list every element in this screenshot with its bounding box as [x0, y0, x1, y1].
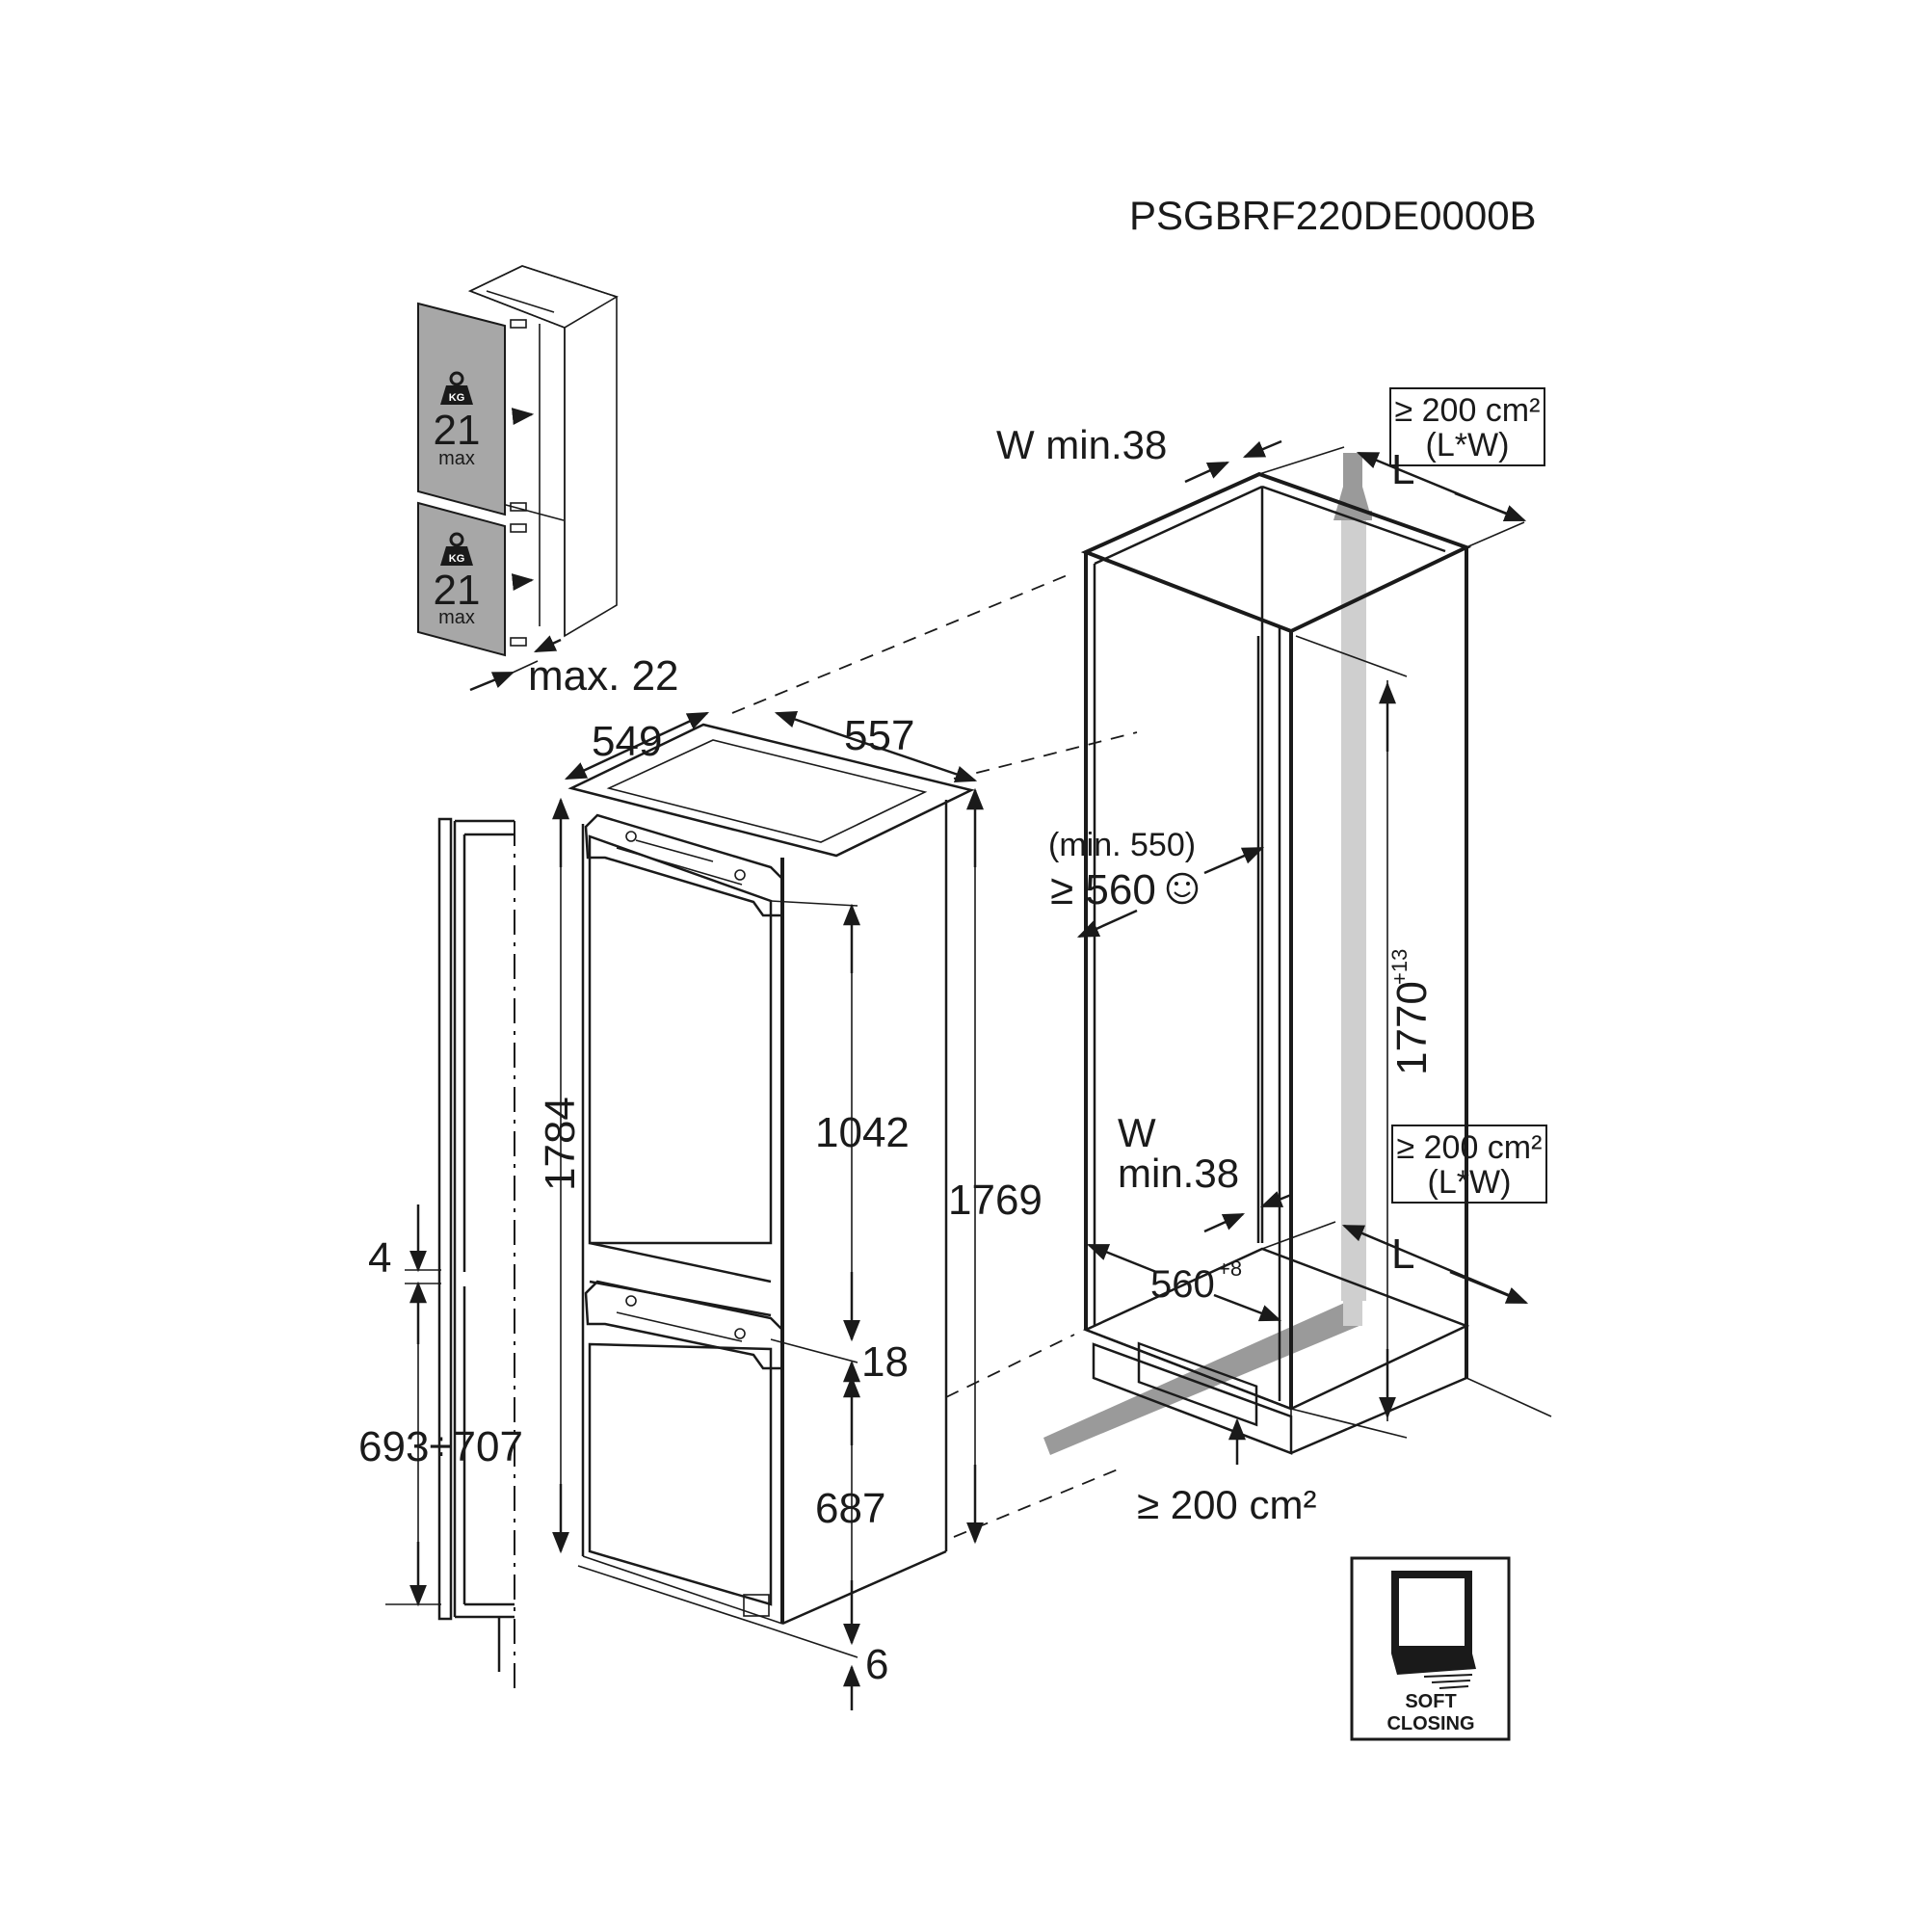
middle-vent-formula: (L*W) — [1428, 1164, 1512, 1201]
w-min-top: W min.38 — [996, 422, 1167, 467]
smiley-icon — [1166, 872, 1199, 905]
svg-text:KG: KG — [449, 553, 465, 565]
weight-icon: KG — [440, 532, 473, 566]
top-vent-formula: (L*W) — [1426, 427, 1510, 463]
bottom-vent-area: ≥ 200 cm² — [1137, 1482, 1316, 1527]
upper-door-panel — [417, 302, 506, 516]
l-label-lower: L — [1391, 1231, 1414, 1278]
niche-dimensions — [1076, 439, 1529, 1465]
bottom-gap: 6 — [865, 1641, 888, 1688]
furniture-door-profile — [385, 817, 515, 1691]
niche-height: 1770 — [1388, 981, 1436, 1075]
niche-drawing — [1043, 453, 1552, 1455]
niche-height-tolerance: +13 — [1387, 949, 1412, 985]
w-label-lower: W — [1118, 1110, 1156, 1155]
top-vent-area: ≥ 200 cm² — [1395, 392, 1541, 429]
l-label-top: L — [1391, 446, 1414, 493]
furniture-door-gap: 4 — [368, 1234, 391, 1282]
fridge-door-height: 1042 — [815, 1109, 910, 1156]
middle-vent-area: ≥ 200 cm² — [1397, 1129, 1543, 1166]
door-thickness-max: max. 22 — [528, 652, 679, 700]
niche-width-tolerance: +8 — [1218, 1257, 1242, 1281]
niche-depth-min: (min. 550) — [1048, 827, 1196, 863]
freezer-door-height: 687 — [815, 1485, 885, 1532]
top-vent-box — [1389, 387, 1545, 466]
appliance-height-left: 1784 — [537, 1097, 584, 1191]
door-weight-illustration: KG 21 max KG 21 max — [417, 265, 619, 692]
middle-gap: 18 — [861, 1338, 909, 1386]
appliance-width: 549 — [592, 718, 662, 765]
model-code: PSGBRF220DE0000B — [1129, 193, 1537, 238]
furniture-lower-door-height: 693÷707 — [358, 1423, 523, 1470]
weight-icon: KG — [440, 371, 473, 405]
upper-door-weight-value: 21 — [434, 407, 481, 454]
soft-closing-line1: SOFT — [1405, 1691, 1456, 1712]
niche-width: 560 — [1150, 1263, 1215, 1306]
middle-vent-box — [1391, 1125, 1547, 1204]
upper-door-weight-suffix: max — [438, 448, 475, 469]
niche-depth-recommended: ≥ 560 — [1050, 866, 1156, 913]
soft-closing-line2: CLOSING — [1386, 1713, 1474, 1734]
appliance-drawing — [568, 723, 975, 1629]
lower-door-panel — [417, 501, 506, 657]
lower-door-weight-value: 21 — [434, 567, 481, 614]
airflow-arrow-icon — [1043, 453, 1372, 1455]
appliance-dimensions — [552, 710, 984, 1710]
soft-closing-badge: SOFT CLOSING — [1350, 1556, 1511, 1741]
w-min-lower: min.38 — [1118, 1151, 1239, 1196]
svg-text:KG: KG — [449, 392, 465, 404]
appliance-depth: 557 — [844, 712, 914, 759]
appliance-height-right: 1769 — [948, 1177, 1043, 1224]
soft-closing-icon — [1391, 1571, 1476, 1689]
lower-door-weight-suffix: max — [438, 607, 475, 628]
